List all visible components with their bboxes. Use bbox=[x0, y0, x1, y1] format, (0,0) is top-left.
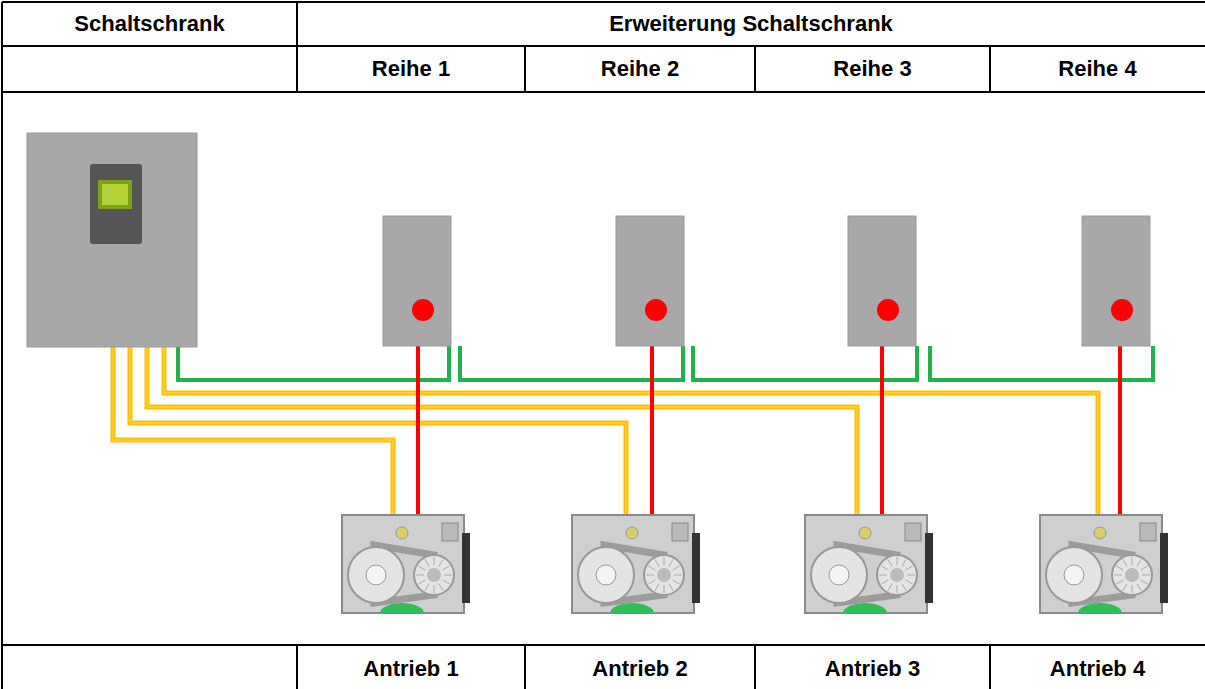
table-line bbox=[524, 46, 526, 92]
red-power-cable bbox=[880, 346, 884, 515]
table-line bbox=[754, 645, 756, 689]
green-bus-cable bbox=[460, 346, 683, 380]
expansion-cabinet bbox=[1082, 216, 1150, 346]
display-screen bbox=[102, 184, 128, 205]
main-switch bbox=[412, 299, 434, 321]
yellow-cable-core bbox=[164, 347, 1098, 515]
table-line bbox=[524, 645, 526, 689]
cabinet-body bbox=[27, 133, 197, 347]
expansion-cabinet bbox=[383, 216, 451, 346]
drives bbox=[342, 515, 1168, 613]
drive-label: Antrieb 1 bbox=[297, 656, 525, 682]
expansion-cabinets bbox=[383, 216, 1150, 346]
red-power-cable bbox=[650, 346, 654, 515]
table-line bbox=[1, 2, 3, 689]
drive-label: Antrieb 3 bbox=[755, 656, 990, 682]
table-line bbox=[754, 46, 756, 92]
table-line bbox=[2, 1, 1205, 3]
header-cell: Reihe 3 bbox=[755, 56, 990, 82]
yellow-cable-core bbox=[147, 347, 857, 515]
green-bus-cable bbox=[178, 346, 449, 380]
wires bbox=[113, 346, 1153, 515]
main-cabinet bbox=[27, 133, 197, 347]
control-panel bbox=[90, 164, 142, 244]
yellow-cable-core bbox=[130, 347, 626, 515]
table-line bbox=[2, 644, 1205, 646]
yellow-cable bbox=[130, 347, 626, 515]
yellow-cable bbox=[164, 347, 1098, 515]
main-switch bbox=[645, 299, 667, 321]
header-cell: Reihe 4 bbox=[990, 56, 1205, 82]
yellow-cable-core bbox=[113, 347, 393, 515]
header-cell: Reihe 2 bbox=[525, 56, 755, 82]
header-cell: Schaltschrank bbox=[2, 11, 297, 37]
table-line bbox=[989, 46, 991, 92]
display-frame bbox=[98, 180, 132, 209]
main-switch bbox=[877, 299, 899, 321]
yellow-cable bbox=[147, 347, 857, 515]
drive-label: Antrieb 2 bbox=[525, 656, 755, 682]
drive-unit bbox=[572, 515, 700, 613]
expansion-cabinet bbox=[848, 216, 916, 346]
yellow-cable bbox=[113, 347, 393, 515]
drive-unit bbox=[342, 515, 470, 613]
table-line bbox=[2, 45, 1205, 47]
header-cell: Erweiterung Schaltschrank bbox=[297, 11, 1205, 37]
drive-unit bbox=[805, 515, 933, 613]
table-line bbox=[989, 645, 991, 689]
expansion-cabinet bbox=[616, 216, 684, 346]
main-switch bbox=[1111, 299, 1133, 321]
table-line bbox=[296, 2, 298, 92]
header-cell: Reihe 1 bbox=[297, 56, 525, 82]
red-power-cable bbox=[416, 346, 420, 515]
table-line bbox=[2, 91, 1205, 93]
table-line bbox=[296, 645, 298, 689]
red-power-cable bbox=[1118, 346, 1122, 515]
drive-unit bbox=[1040, 515, 1168, 613]
drive-label: Antrieb 4 bbox=[990, 656, 1205, 682]
